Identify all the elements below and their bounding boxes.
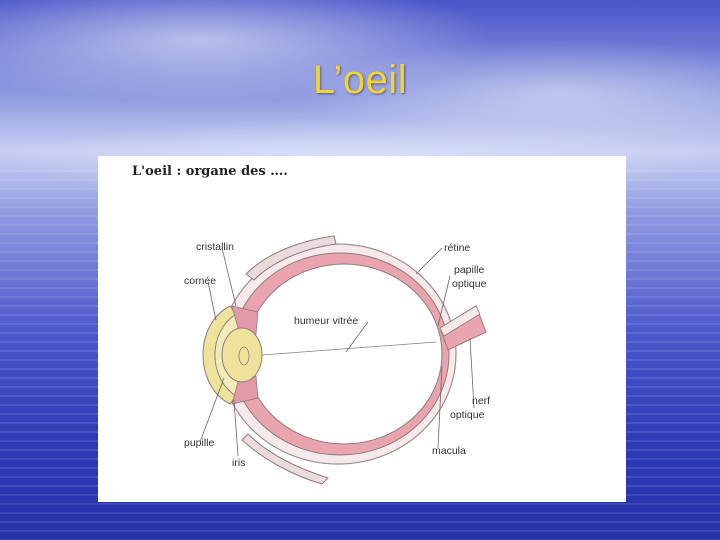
leader-lines	[199, 247, 475, 457]
iris-top	[231, 305, 259, 335]
label-iris: iris	[232, 457, 245, 469]
eye-diagram-panel: L'oeil : organe des ….	[98, 156, 626, 502]
label-cornee: cornée	[184, 275, 216, 287]
eye-diagram: cristallin cornée pupille iris rétine pa…	[184, 235, 490, 485]
diagram-caption: L'oeil : organe des ….	[132, 164, 288, 179]
lens-nucleus	[238, 346, 250, 366]
label-papille: papille	[454, 264, 485, 276]
ciliary-band-bottom	[241, 433, 329, 485]
label-retine: rétine	[444, 242, 470, 254]
lens	[221, 327, 263, 383]
label-nerf: nerf	[472, 395, 490, 407]
label-optique-1: optique	[452, 278, 487, 290]
label-humeur-vitree: humeur vitrée	[294, 315, 358, 327]
label-pupille: pupille	[184, 437, 215, 449]
label-cristallin: cristallin	[196, 241, 234, 253]
label-optique-2: optique	[450, 409, 485, 421]
ciliary-band-top	[245, 235, 337, 281]
slide-title: L’oeil	[312, 58, 408, 102]
optic-nerve-sheath	[439, 305, 481, 337]
label-macula: macula	[432, 445, 466, 457]
iris-bottom	[231, 375, 259, 405]
